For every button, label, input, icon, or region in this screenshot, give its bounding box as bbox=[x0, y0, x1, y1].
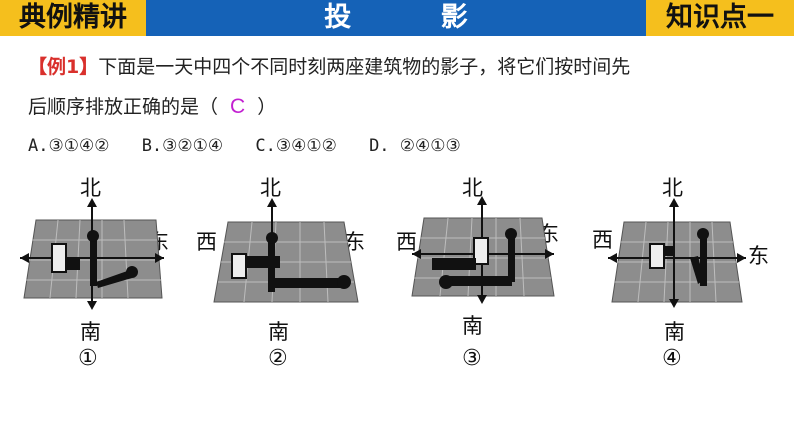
shadow-figure-4 bbox=[608, 198, 746, 308]
figure-number-2: ② bbox=[268, 346, 288, 371]
page-title: 投 影 bbox=[146, 0, 646, 36]
question-text-1: 下面是一天中四个不同时刻两座建筑物的影子，将它们按时间先 bbox=[98, 56, 631, 78]
south-label-2: 南 bbox=[268, 320, 289, 344]
question-line-1: 【例1】下面是一天中四个不同时刻两座建筑物的影子，将它们按时间先 bbox=[28, 52, 630, 79]
option-d[interactable]: D. ②④①③ bbox=[369, 136, 461, 156]
north-label-2: 北 bbox=[260, 176, 281, 200]
answer-options: A.③①④② B.③②①④ C.③④①② D. ②④①③ bbox=[28, 136, 483, 156]
option-c[interactable]: C.③④①② bbox=[255, 136, 337, 156]
east-label-2: 东 bbox=[344, 230, 365, 254]
answer-text: C bbox=[230, 95, 246, 118]
question-text-2: 后顺序排放正确的是（ bbox=[28, 96, 219, 118]
south-label-1: 南 bbox=[80, 320, 101, 344]
example-tag: 【例1】 bbox=[28, 56, 99, 78]
section-label: 典例精讲 bbox=[0, 0, 146, 36]
question-line-2: 后顺序排放正确的是（ C ） bbox=[28, 92, 276, 119]
figure-number-1: ① bbox=[78, 346, 98, 371]
west-label-3: 西 bbox=[396, 230, 417, 254]
west-label-2: 西 bbox=[196, 230, 217, 254]
north-label-1: 北 bbox=[80, 176, 101, 200]
east-label-4: 东 bbox=[748, 244, 769, 268]
topic-label: 知识点一 bbox=[646, 0, 794, 36]
south-label-3: 南 bbox=[462, 314, 483, 338]
question-close-paren: ） bbox=[257, 96, 277, 118]
shadow-figure-1 bbox=[20, 198, 164, 310]
option-b[interactable]: B.③②①④ bbox=[141, 136, 224, 156]
north-label-4: 北 bbox=[662, 176, 683, 200]
south-label-4: 南 bbox=[664, 320, 685, 344]
figure-number-4: ④ bbox=[662, 346, 682, 371]
figure-number-3: ③ bbox=[462, 346, 482, 371]
west-label-4: 西 bbox=[592, 228, 613, 252]
shadow-figure-3 bbox=[411, 196, 555, 304]
north-label-3: 北 bbox=[462, 176, 483, 200]
option-a[interactable]: A.③①④② bbox=[28, 136, 110, 156]
shadow-figure-2 bbox=[213, 198, 359, 303]
